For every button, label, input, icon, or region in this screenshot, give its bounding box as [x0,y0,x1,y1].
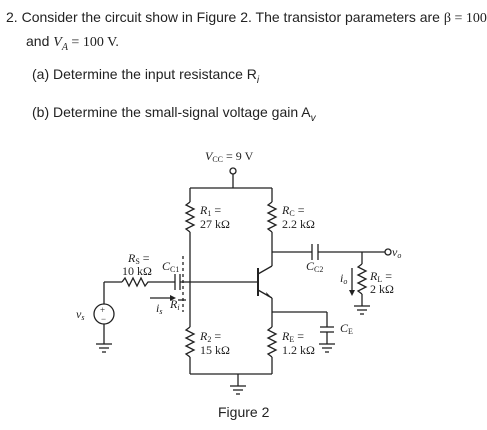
vs-plus: + [100,305,105,315]
io-label: io [340,271,347,286]
r1-label: R1 = [199,203,221,218]
vcc-terminal [229,167,237,175]
vs-minus: − [101,314,106,324]
r2-label: R2 = [199,329,221,344]
figure-caption: Figure 2 [218,404,270,420]
rs-label: RS = [127,251,150,266]
va-value: = 100 V. [67,35,119,50]
is-label: is [156,301,162,316]
rc-value: 2.2 kΩ [282,217,315,231]
rs-value: 10 kΩ [122,264,152,278]
is-arrow-head [170,295,176,301]
vo-label: vo [392,245,401,260]
rl-resistor [356,263,368,295]
va-symbol: V [53,35,62,50]
beta-expression: β = 100 [443,11,487,26]
circuit-diagram: VCC = 9 V R1 = 27 kΩ RC = 2.2 kΩ RS = 10… [76,149,401,395]
part-a-text: (a) Determine the input resistance R [32,66,257,82]
cc1-label: CC1 [162,259,179,274]
emitter-arrow-head [266,292,272,298]
rl-label: RL = [369,269,392,284]
rc-label: RC = [281,203,305,218]
va-subscript: A [61,41,68,53]
part-a: (a) Determine the input resistance Ri [32,66,259,86]
problem-number: 2. [6,9,18,25]
io-arrow-head [349,290,355,296]
vo-terminal [384,248,392,256]
part-b-subscript: v [310,112,316,124]
part-b-text: (b) Determine the small-signal voltage g… [32,104,311,120]
ri-label: Ri [169,297,180,312]
problem-text: Consider the circuit show in Figure 2. T… [21,9,444,25]
part-b: (b) Determine the small-signal voltage g… [32,104,316,124]
r1-resistor [184,201,196,233]
transistor-collector-lead [257,265,273,275]
vs-label: vs [76,307,84,322]
problem-line-2: and VA = 100 V. [6,30,468,59]
problem-line-1: 2. Consider the circuit show in Figure 2… [6,6,487,30]
r1-value: 27 kΩ [200,217,230,231]
re-label: RE = [281,329,304,344]
problem-and: and [26,33,54,49]
part-a-subscript: i [256,74,260,86]
re-value: 1.2 kΩ [282,343,315,357]
r2-value: 15 kΩ [200,343,230,357]
r2-resistor [184,326,196,358]
cc2-label: CC2 [306,259,323,274]
rc-resistor [266,201,278,233]
vcc-label: VCC = 9 V [205,149,254,164]
ground-symbol-rl [354,305,370,315]
rl-value: 2 kΩ [370,282,394,296]
problem-statement: 2. Consider the circuit show in Figure 2… [6,6,487,59]
ground-symbol-vs [96,343,112,353]
rs-resistor [121,276,150,288]
ce-label: CE [340,321,353,336]
ground-symbol-ce [319,343,335,353]
re-resistor [266,326,278,358]
ground-symbol-main [230,385,246,395]
